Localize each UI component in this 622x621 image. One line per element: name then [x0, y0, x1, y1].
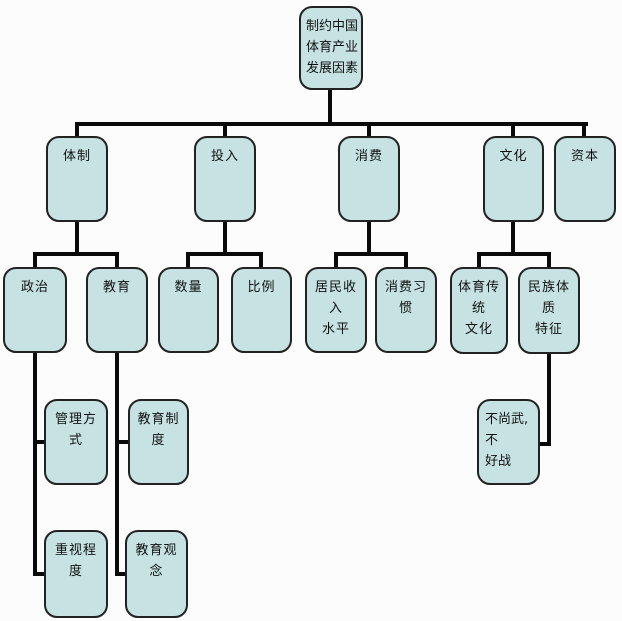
node-capital: 资本: [554, 136, 616, 222]
connector-drop-culture: [511, 122, 515, 137]
connector-stub-concept: [115, 572, 128, 576]
connector-drop-capital: [582, 122, 586, 137]
connector-drop-investment: [223, 122, 227, 137]
node-education-system: 教育制度: [128, 399, 189, 485]
node-politics: 政治: [3, 267, 67, 353]
connector-investment-stem: [223, 221, 227, 256]
connector-drop-education: [115, 252, 119, 268]
node-system: 体制: [46, 136, 108, 222]
connector-drop-income: [334, 252, 338, 268]
node-quantity: 数量: [158, 267, 219, 353]
connector-stub-martial: [537, 442, 551, 446]
connector-drop-habit: [404, 252, 408, 268]
connector-drop-politics: [33, 252, 37, 268]
connector-drop-tradition: [477, 252, 481, 268]
connector-education-trunk: [115, 352, 119, 576]
node-sports-tradition-culture: 体育传统 文化: [450, 267, 508, 354]
node-consumption-habit: 消费习惯: [375, 267, 437, 353]
connector-drop-physique: [547, 252, 551, 268]
connector-culture-stem: [511, 221, 515, 256]
connector-stub-emphasis: [33, 572, 47, 576]
connector-root-stem: [328, 89, 332, 126]
connector-culture-bus: [477, 252, 551, 256]
node-culture: 文化: [483, 136, 544, 222]
node-education-concept: 教育观念: [125, 530, 188, 618]
connector-stub-management: [33, 440, 47, 444]
connector-stub-edu-system: [115, 440, 131, 444]
connector-politics-trunk: [33, 352, 37, 576]
node-emphasis-degree: 重视程度: [44, 530, 108, 618]
node-consumption: 消费: [338, 136, 400, 222]
connector-physique-trunk: [547, 353, 551, 446]
node-proportion: 比例: [231, 267, 292, 353]
node-resident-income: 居民收入 水平: [305, 267, 367, 353]
node-investment: 投入: [194, 136, 256, 222]
connector-drop-consumption: [367, 122, 371, 137]
connector-system-stem: [75, 221, 79, 256]
node-national-physique: 民族体质 特征: [518, 267, 580, 354]
node-education: 教育: [86, 267, 148, 353]
connector-drop-proportion: [259, 252, 263, 268]
connector-consumption-stem: [367, 221, 371, 256]
node-not-martial: 不尚武,不 好战: [477, 399, 540, 485]
connector-level2-bus: [75, 122, 588, 126]
connector-investment-bus: [186, 252, 263, 256]
connector-consumption-bus: [334, 252, 408, 256]
node-root: 制约中国 体育产业 发展因素: [299, 6, 363, 90]
connector-drop-quantity: [186, 252, 190, 268]
node-management-style: 管理方式: [44, 399, 108, 485]
connector-system-bus: [33, 252, 119, 256]
connector-drop-system: [75, 122, 79, 137]
